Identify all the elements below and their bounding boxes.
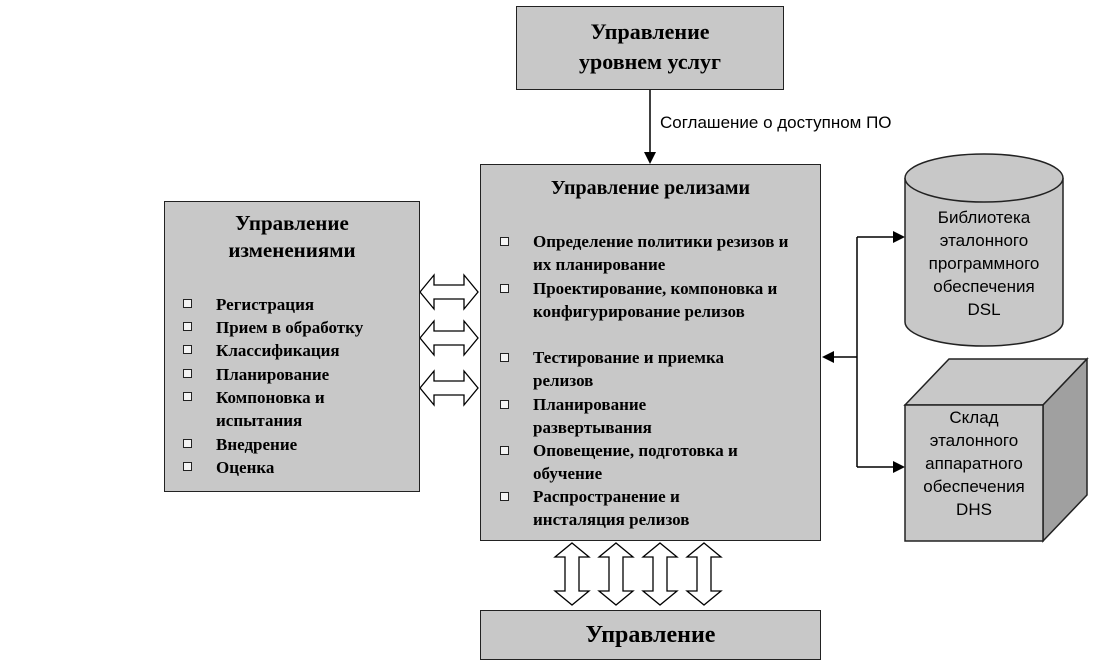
service-level-box: Управление уровнем услуг: [516, 6, 784, 90]
change-management-title: Управление изменениями: [228, 211, 356, 262]
change-item-registration: Регистрация: [216, 295, 315, 314]
release-item-bullet: [500, 446, 509, 455]
dhs-label: Склад эталонного аппаратного обеспечения…: [923, 408, 1025, 519]
change-release-double-arrow-2: [419, 319, 479, 357]
release-item-bullet: [500, 237, 509, 246]
release-item-bullet: [500, 284, 509, 293]
change-item-bullet: [183, 322, 192, 331]
release-management-box: Управление релизами Определение политики…: [480, 164, 821, 541]
service-level-title: Управление уровнем услуг: [579, 19, 721, 74]
release-bottom-double-arrow-2: [597, 542, 635, 606]
release-item-testing: Тестирование и приемка релизов: [533, 348, 724, 390]
release-item-bullet: [500, 353, 509, 362]
dsl-label: Библиотека эталонного программного обесп…: [928, 208, 1040, 319]
change-management-box: Управление изменениями Регистрация Прием…: [164, 201, 420, 492]
bottom-management-title: Управление: [585, 622, 716, 648]
release-item-bullet: [500, 400, 509, 409]
agreement-arrow-head: [644, 152, 656, 164]
change-release-double-arrow-3: [419, 369, 479, 407]
change-item-bullet: [183, 439, 192, 448]
change-item-evaluation: Оценка: [216, 458, 275, 477]
release-bottom-double-arrow-1: [553, 542, 591, 606]
dhs-cube: [903, 357, 1089, 543]
release-management-title: Управление релизами: [550, 177, 751, 199]
change-item-build-test: Компоновка и испытания: [216, 388, 325, 430]
change-item-classification: Классификация: [216, 341, 340, 360]
change-release-double-arrow-1: [419, 273, 479, 311]
release-bottom-double-arrow-3: [641, 542, 679, 606]
release-item-design: Проектирование, компоновка и конфигуриро…: [533, 279, 778, 321]
release-item-policy: Определение политики резизов и их планир…: [533, 232, 789, 274]
release-bottom-double-arrow-4: [685, 542, 723, 606]
change-item-planning: Планирование: [216, 365, 330, 384]
change-item-implementation: Внедрение: [216, 435, 298, 454]
release-storage-arrow-head: [822, 351, 834, 363]
agreement-label: Соглашение о доступном ПО: [660, 113, 892, 132]
bottom-management-box: Управление: [480, 610, 821, 660]
dhs-arrow-head: [893, 461, 905, 473]
change-item-bullet: [183, 299, 192, 308]
change-item-bullet: [183, 345, 192, 354]
change-item-bullet: [183, 462, 192, 471]
change-item-intake: Прием в обработку: [216, 318, 364, 337]
release-item-deployment-planning: Планирование развертывания: [533, 395, 652, 437]
dsl-cylinder: [904, 153, 1064, 347]
release-item-distribution: Распространение и инсталяция релизов: [533, 487, 690, 529]
change-item-bullet: [183, 369, 192, 378]
change-item-bullet: [183, 392, 192, 401]
release-item-bullet: [500, 492, 509, 501]
dsl-arrow-head: [893, 231, 905, 243]
release-item-notification: Оповещение, подготовка и обучение: [533, 441, 738, 483]
